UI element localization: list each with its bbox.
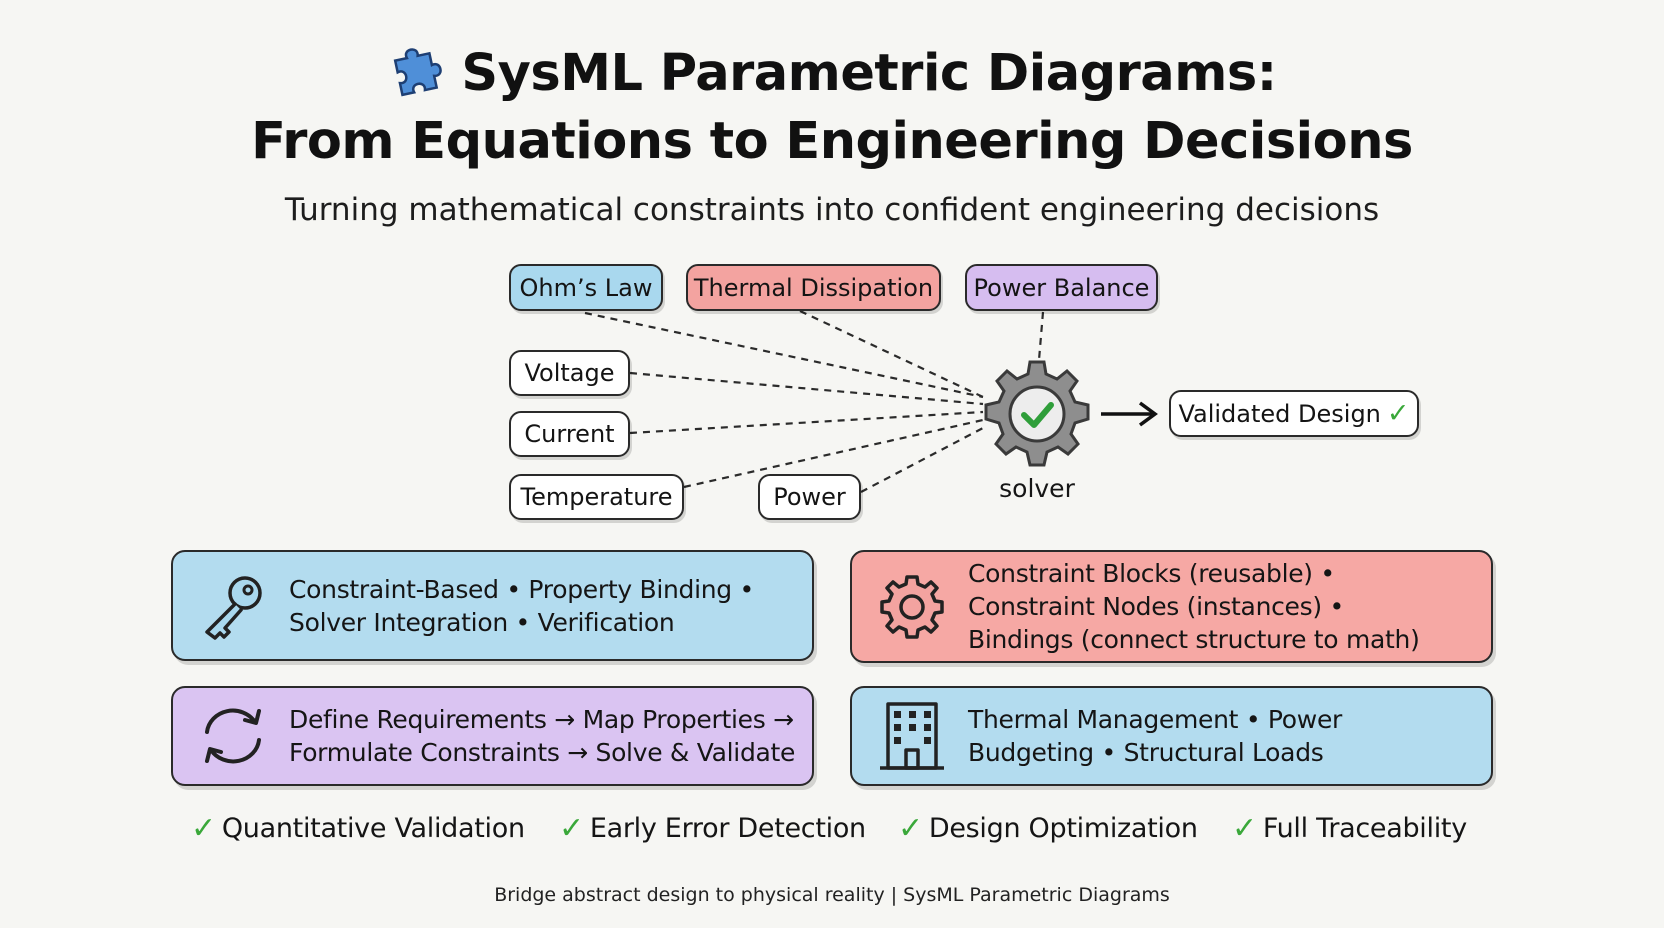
puzzle-piece-icon [394, 48, 443, 97]
card-2-line-1: Constraint Blocks (reusable) • [968, 559, 1335, 588]
card-key-concepts: Constraint-Based • Property Binding • So… [171, 550, 814, 661]
checkmark-icon: ✓ [191, 810, 216, 846]
benefit-full-traceability: ✓Full Traceability [1232, 810, 1467, 846]
title-line-2: From Equations to Engineering Decisions [251, 112, 1413, 171]
refresh-cycle-icon [205, 708, 261, 764]
card-workflow: Define Requirements → Map Properties → F… [171, 686, 814, 786]
checkmark-icon: ✓ [1232, 810, 1257, 846]
title-block: SysML Parametric Diagrams: From Equation… [0, 36, 1664, 176]
title-text-1: SysML Parametric Diagrams: [461, 44, 1277, 103]
link-ohms-law [584, 311, 984, 399]
gear-icon [880, 574, 944, 639]
card-2-line-2: Constraint Nodes (instances) • [968, 592, 1344, 621]
card-1-line-2: Solver Integration • Verification [289, 607, 675, 637]
card-2-line-3: Bindings (connect structure to math) [968, 625, 1420, 654]
title-line-1: SysML Parametric Diagrams: [0, 36, 1664, 108]
card-4-line-1: Thermal Management • Power [968, 705, 1343, 734]
benefit-label: Quantitative Validation [221, 812, 525, 844]
card-3-line-1: Define Requirements → Map Properties → [289, 705, 794, 734]
benefit-early-error-detection: ✓Early Error Detection [559, 810, 866, 846]
card-constraint-elements: Constraint Blocks (reusable) • Constrain… [850, 550, 1493, 663]
result-validated-design: Validated Design ✓ [1169, 390, 1419, 437]
property-voltage: Voltage [509, 350, 630, 396]
property-power: Power [758, 474, 861, 520]
benefit-design-optimization: ✓Design Optimization [898, 810, 1198, 846]
link-power [860, 427, 984, 493]
link-power-balance [1037, 311, 1045, 361]
checkmark-icon: ✓ [1386, 398, 1410, 429]
benefit-label: Early Error Detection [589, 812, 866, 844]
subtitle: Turning mathematical constraints into co… [284, 192, 1380, 228]
constraint-ohms-law: Ohm’s Law [509, 264, 663, 311]
card-4-line-2: Budgeting • Structural Loads [968, 738, 1324, 767]
card-1-line-1: Constraint-Based • Property Binding • [289, 574, 754, 604]
benefit-quantitative-validation: ✓Quantitative Validation [191, 810, 525, 846]
solver-label: solver [999, 474, 1075, 503]
gear-check-icon [984, 360, 1090, 467]
link-thermal [799, 310, 984, 398]
constraint-power-balance: Power Balance [965, 264, 1158, 311]
footer-caption: Bridge abstract design to physical reali… [494, 884, 1170, 906]
result-label: Validated Design [1178, 399, 1381, 428]
arrow-to-result [1101, 401, 1158, 427]
constraint-thermal-dissipation: Thermal Dissipation [686, 264, 941, 311]
property-temperature: Temperature [509, 474, 684, 520]
key-icon [205, 575, 262, 640]
checkmark-icon: ✓ [898, 810, 923, 846]
checkmark-icon: ✓ [559, 810, 584, 846]
building-icon [880, 702, 944, 770]
property-current: Current [509, 411, 630, 457]
card-3-line-2: Formulate Constraints → Solve & Validate [289, 738, 796, 767]
link-voltage [629, 371, 984, 406]
card-applications: Thermal Management • Power Budgeting • S… [850, 686, 1493, 786]
benefit-label: Design Optimization [928, 812, 1198, 844]
link-current [629, 410, 984, 435]
benefit-label: Full Traceability [1262, 812, 1467, 844]
